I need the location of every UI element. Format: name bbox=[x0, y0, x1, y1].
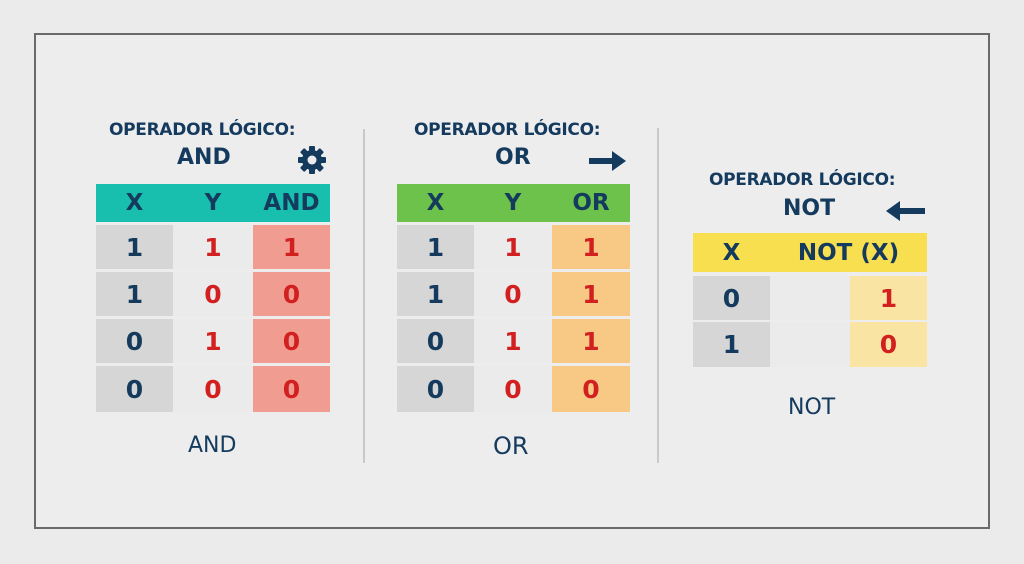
and-table-header: X Y AND bbox=[96, 184, 330, 222]
or-table-header: X Y OR bbox=[397, 184, 630, 222]
or-cell-x: 1 bbox=[397, 272, 474, 316]
not-truth-table: X NOT (X) 0 1 1 0 bbox=[693, 233, 927, 367]
or-cell-x: 0 bbox=[397, 319, 474, 363]
and-title: OPERADOR LÓGICO: bbox=[109, 120, 296, 140]
or-cell-x: 1 bbox=[397, 225, 474, 269]
or-cell-result: 0 bbox=[552, 366, 630, 412]
and-truth-table: X Y AND 1 1 1 1 0 0 0 1 0 0 0 0 bbox=[96, 184, 330, 412]
and-header-y: Y bbox=[204, 190, 222, 216]
or-cell-y: 0 bbox=[474, 272, 552, 316]
table-row: 0 1 1 bbox=[397, 319, 630, 363]
and-cell-result: 1 bbox=[253, 225, 330, 269]
table-row: 1 0 bbox=[693, 322, 927, 367]
table-row: 0 0 0 bbox=[397, 366, 630, 412]
or-caption: OR bbox=[493, 432, 529, 460]
and-cell-x: 1 bbox=[96, 272, 173, 316]
and-cell-x: 0 bbox=[96, 366, 173, 412]
table-row: 1 0 0 bbox=[96, 272, 330, 316]
or-header-y: Y bbox=[504, 190, 522, 216]
table-row: 1 1 1 bbox=[397, 225, 630, 269]
table-row: 1 1 1 bbox=[96, 225, 330, 269]
and-caption: AND bbox=[188, 433, 237, 458]
or-cell-x: 0 bbox=[397, 366, 474, 412]
and-cell-x: 0 bbox=[96, 319, 173, 363]
or-title: OPERADOR LÓGICO: bbox=[414, 120, 601, 140]
and-cell-y: 0 bbox=[173, 272, 253, 316]
not-caption: NOT bbox=[788, 395, 836, 420]
table-row: 0 0 0 bbox=[96, 366, 330, 412]
not-cell-spacer bbox=[770, 322, 850, 367]
table-row: 0 1 0 bbox=[96, 319, 330, 363]
table-row: 0 1 bbox=[693, 276, 927, 320]
divider-right bbox=[657, 128, 659, 463]
and-operator-name: AND bbox=[177, 145, 231, 170]
divider-left bbox=[363, 129, 365, 463]
not-operator-name: NOT bbox=[783, 196, 836, 221]
and-cell-result: 0 bbox=[253, 366, 330, 412]
or-cell-y: 1 bbox=[474, 225, 552, 269]
not-title: OPERADOR LÓGICO: bbox=[709, 170, 896, 190]
not-cell-spacer bbox=[770, 276, 850, 320]
arrow-right-icon bbox=[589, 151, 626, 171]
and-header-x: X bbox=[125, 190, 144, 216]
not-cell-x: 0 bbox=[693, 276, 770, 320]
and-cell-y: 0 bbox=[173, 366, 253, 412]
not-cell-result: 1 bbox=[850, 276, 927, 320]
table-row: 1 0 1 bbox=[397, 272, 630, 316]
arrow-left-icon bbox=[886, 201, 925, 221]
not-table-header: X NOT (X) bbox=[693, 233, 927, 272]
and-cell-result: 0 bbox=[253, 272, 330, 316]
not-header-x: X bbox=[722, 239, 741, 266]
or-header-x: X bbox=[426, 190, 445, 216]
or-cell-y: 1 bbox=[474, 319, 552, 363]
and-header-result: AND bbox=[263, 190, 320, 216]
or-cell-y: 0 bbox=[474, 366, 552, 412]
and-cell-result: 0 bbox=[253, 319, 330, 363]
and-cell-x: 1 bbox=[96, 225, 173, 269]
and-cell-y: 1 bbox=[173, 319, 253, 363]
or-cell-result: 1 bbox=[552, 272, 630, 316]
not-cell-result: 0 bbox=[850, 322, 927, 367]
and-cell-y: 1 bbox=[173, 225, 253, 269]
or-operator-name: OR bbox=[495, 145, 531, 170]
not-header-result: NOT (X) bbox=[797, 239, 900, 266]
or-truth-table: X Y OR 1 1 1 1 0 1 0 1 1 0 0 0 bbox=[397, 184, 630, 412]
or-cell-result: 1 bbox=[552, 225, 630, 269]
or-header-result: OR bbox=[572, 190, 610, 216]
or-cell-result: 1 bbox=[552, 319, 630, 363]
not-cell-x: 1 bbox=[693, 322, 770, 367]
gear-icon bbox=[298, 146, 326, 174]
